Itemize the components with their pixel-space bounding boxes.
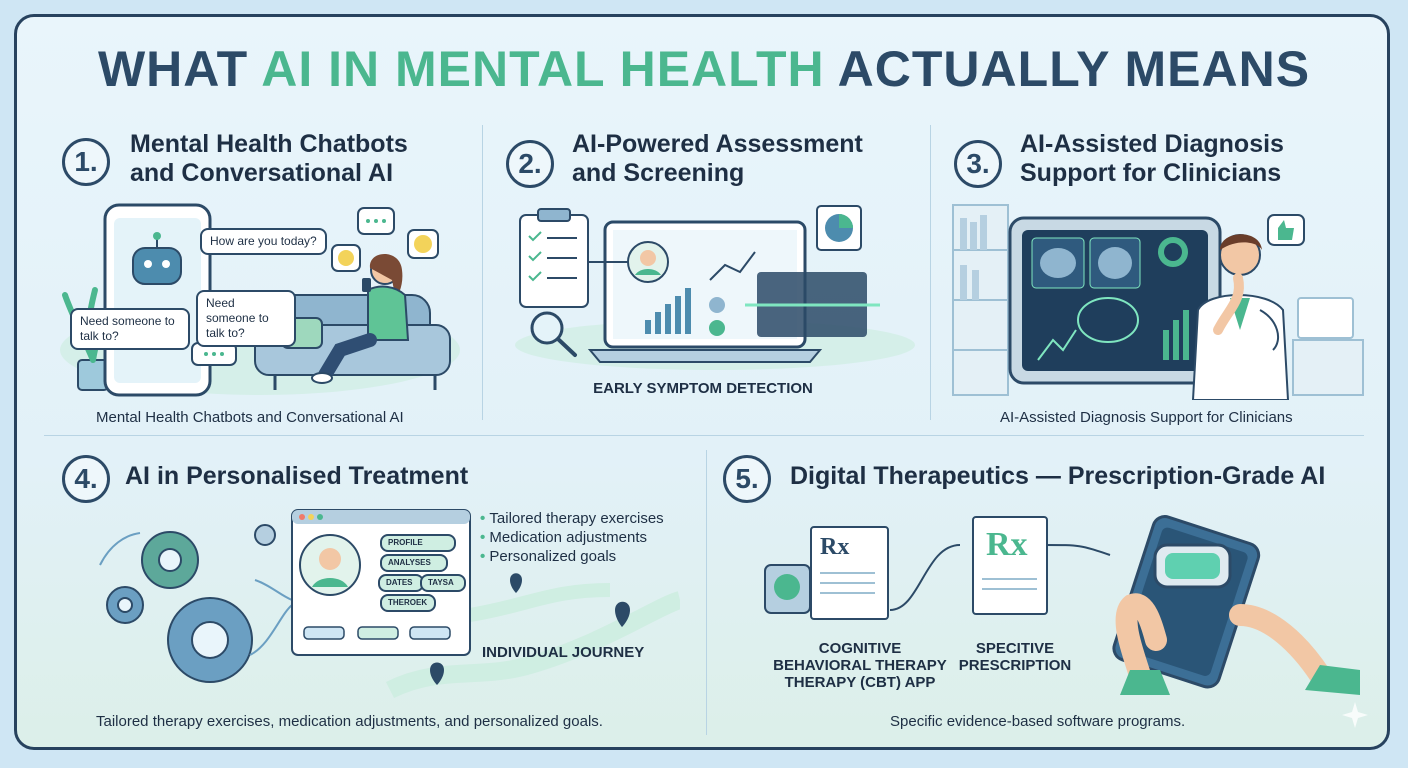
divider-rows <box>44 435 1364 436</box>
section-2-number: 2. <box>506 140 554 188</box>
diagnosis-illustration <box>952 204 1364 400</box>
cbt-label-line1: COGNITIVE <box>818 640 902 657</box>
taysa-tag: TAYSA <box>420 574 466 592</box>
cbt-label-line2: BEHAVIORAL THERAPY <box>773 657 947 674</box>
page-title: WHAT AI IN MENTAL HEALTH ACTUALLY MEANS <box>0 40 1408 98</box>
section-3-number: 3. <box>954 140 1002 188</box>
section-5-number: 5. <box>723 455 771 503</box>
rx-icon-small: Rx <box>820 534 850 560</box>
analyses-tag: ANALYSES <box>380 554 448 572</box>
title-highlight: AI IN MENTAL HEALTH <box>261 41 825 97</box>
section-1-title-line1: Mental Health Chatbots <box>130 130 408 158</box>
rx-icon-large: Rx <box>986 526 1028 563</box>
section-1-title-line2: and Conversational AI <box>130 159 394 187</box>
cbt-document: Rx <box>810 526 889 620</box>
section-2-title-line1: AI-Powered Assessment <box>572 130 863 158</box>
section-4-label: INDIVIDUAL JOURNEY <box>482 644 645 661</box>
title-part-1: WHAT <box>97 41 262 97</box>
section-3-title: AI-Assisted Diagnosis Support for Clinic… <box>1020 130 1284 188</box>
section-4-caption: Tailored therapy exercises, medication a… <box>96 713 603 730</box>
section-1-number: 1. <box>62 138 110 186</box>
divider-1-2 <box>482 125 483 420</box>
treatment-bullets: Tailored therapy exercises Medication ad… <box>480 509 664 566</box>
chat-bubble-offer: Need someone to talk to? <box>196 290 296 347</box>
bullet-exercises: Tailored therapy exercises <box>480 509 663 528</box>
assessment-illustration <box>515 205 915 370</box>
theroek-tag: THEROEK <box>380 594 436 612</box>
section-1-title: Mental Health Chatbots and Conversationa… <box>130 130 408 188</box>
section-4-title: AI in Personalised Treatment <box>125 462 469 490</box>
dates-tag: DATES <box>378 574 424 592</box>
section-2-title-line2: and Screening <box>572 159 745 187</box>
prescription-label: SPECITIVE PRESCRIPTION <box>955 640 1075 674</box>
prescription-label-line1: SPECITIVE <box>975 640 1055 657</box>
chat-bubble-user: Need someone to talk to? <box>70 308 190 350</box>
divider-2-3 <box>930 125 931 420</box>
prescription-document: Rx <box>972 516 1048 615</box>
bullet-medication: Medication adjustments <box>480 528 664 547</box>
section-3-caption: AI-Assisted Diagnosis Support for Clinic… <box>1000 409 1293 426</box>
bullet-goals: Personalized goals <box>480 547 664 566</box>
section-2-label: EARLY SYMPTOM DETECTION <box>593 380 813 397</box>
section-3-title-line1: AI-Assisted Diagnosis <box>1020 130 1284 158</box>
profile-tag: PROFILE <box>380 534 456 552</box>
cbt-label: COGNITIVE BEHAVIORAL THERAPY THERAPY (CB… <box>770 640 950 691</box>
therapeutics-illustration <box>764 515 1360 695</box>
section-1-caption: Mental Health Chatbots and Conversationa… <box>96 409 404 426</box>
sparkle-icon <box>1342 702 1368 728</box>
section-4-number: 4. <box>62 455 110 503</box>
cbt-label-line3: THERAPY (CBT) APP <box>784 674 936 691</box>
section-2-title: AI-Powered Assessment and Screening <box>572 130 863 188</box>
prescription-label-line2: PRESCRIPTION <box>958 657 1072 674</box>
divider-4-5 <box>706 450 707 735</box>
section-5-title: Digital Therapeutics — Prescription-Grad… <box>790 462 1326 490</box>
chat-bubble-greeting: How are you today? <box>200 228 327 255</box>
section-5-caption: Specific evidence-based software program… <box>890 713 1186 730</box>
section-3-title-line2: Support for Clinicians <box>1020 159 1282 187</box>
title-part-2: ACTUALLY MEANS <box>824 41 1311 97</box>
